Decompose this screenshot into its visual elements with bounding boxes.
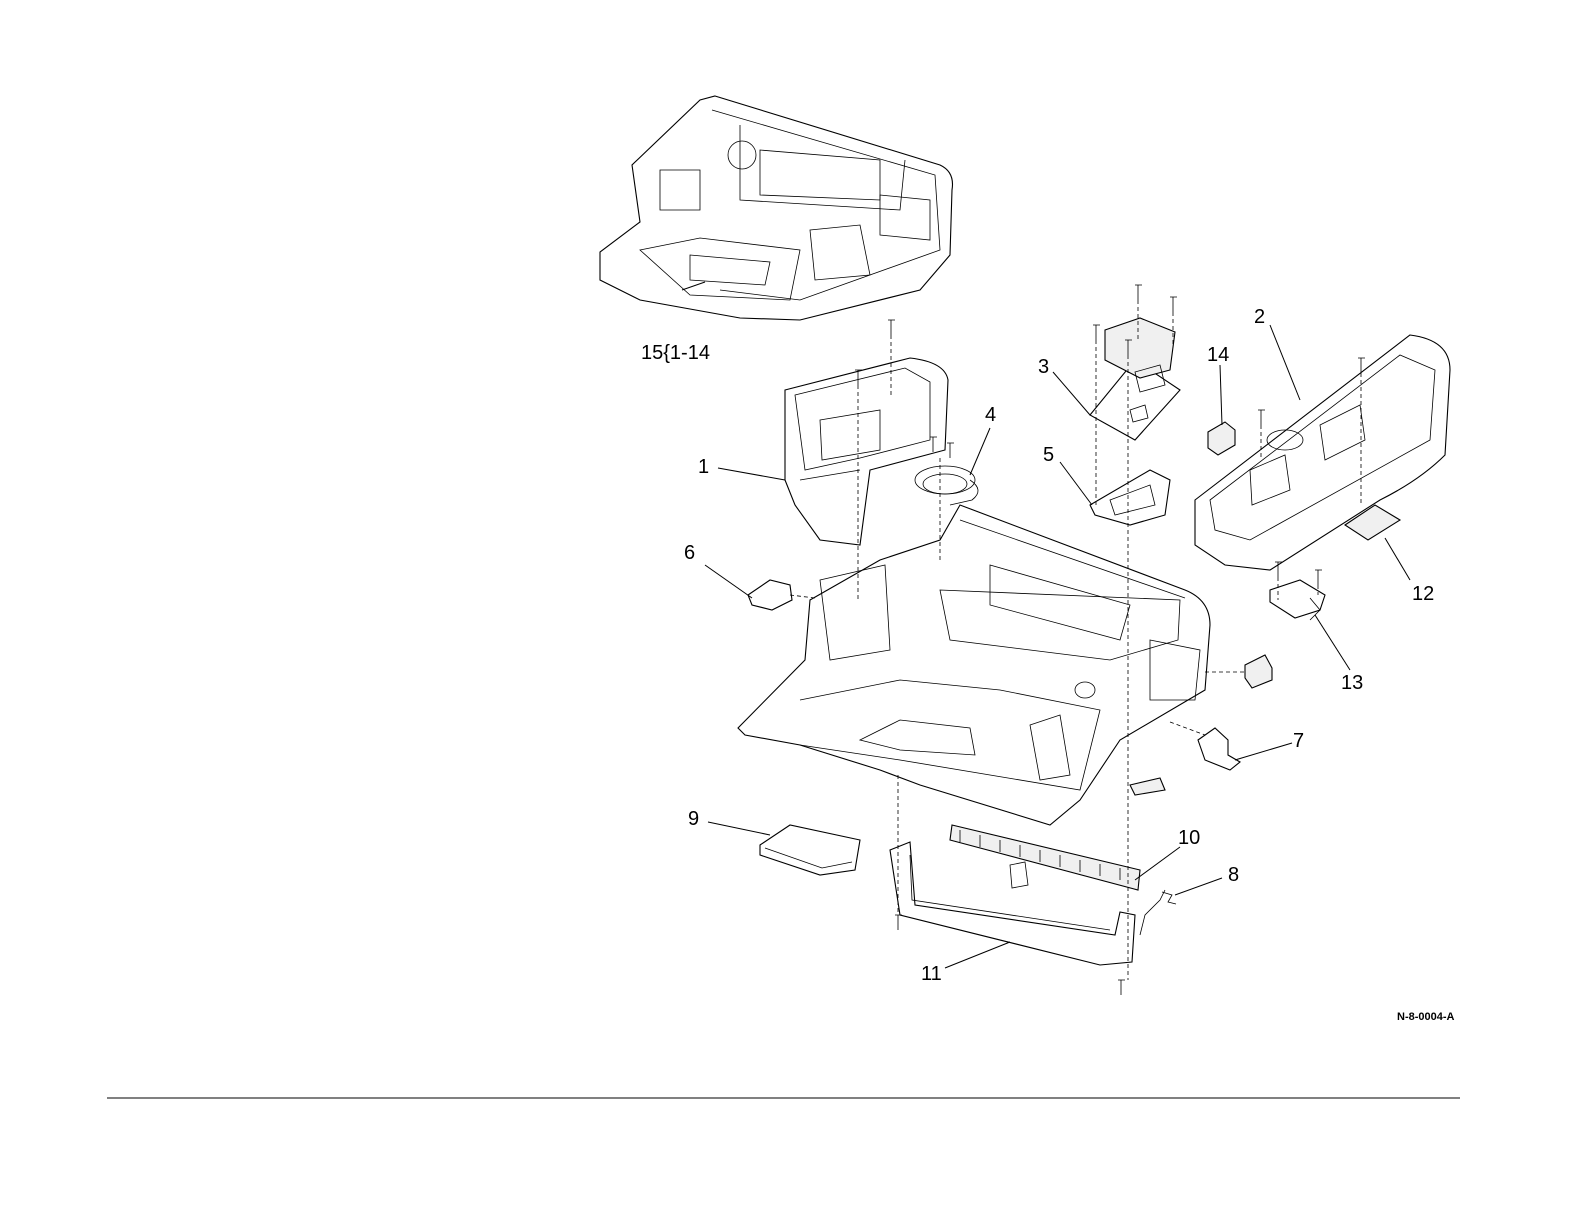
part-2-right-cover bbox=[1195, 335, 1450, 570]
part-9-pad bbox=[760, 825, 860, 875]
callout-6: 6 bbox=[684, 542, 695, 564]
part-4-coil bbox=[915, 466, 978, 505]
callout-10: 10 bbox=[1178, 827, 1200, 849]
part-10-brush bbox=[950, 825, 1140, 890]
callout-1: 1 bbox=[698, 456, 709, 478]
part-3-circuit-board bbox=[1090, 318, 1180, 440]
callout-3: 3 bbox=[1038, 356, 1049, 378]
part-15-assembled-tray bbox=[600, 96, 953, 320]
callout-13: 13 bbox=[1341, 672, 1363, 694]
base-tray bbox=[738, 505, 1210, 825]
callout-15: 15{1-14 bbox=[641, 342, 710, 364]
callout-2: 2 bbox=[1254, 306, 1265, 328]
callout-9: 9 bbox=[688, 808, 699, 830]
part-8-spring bbox=[1140, 890, 1176, 935]
callout-4: 4 bbox=[985, 404, 996, 426]
part-7-bracket bbox=[1198, 728, 1240, 770]
part-14-connector bbox=[1208, 422, 1235, 455]
callout-8: 8 bbox=[1228, 864, 1239, 886]
callout-7: 7 bbox=[1293, 730, 1304, 752]
part-5-bracket bbox=[1090, 470, 1170, 525]
part-6-latch bbox=[748, 580, 792, 610]
callout-12: 12 bbox=[1412, 583, 1434, 605]
callout-11: 11 bbox=[921, 963, 942, 985]
callout-5: 5 bbox=[1043, 444, 1054, 466]
callout-14: 14 bbox=[1207, 344, 1229, 366]
figure-code: N-8-0004-A bbox=[1397, 1011, 1455, 1023]
part-1-left-cover bbox=[785, 358, 948, 545]
